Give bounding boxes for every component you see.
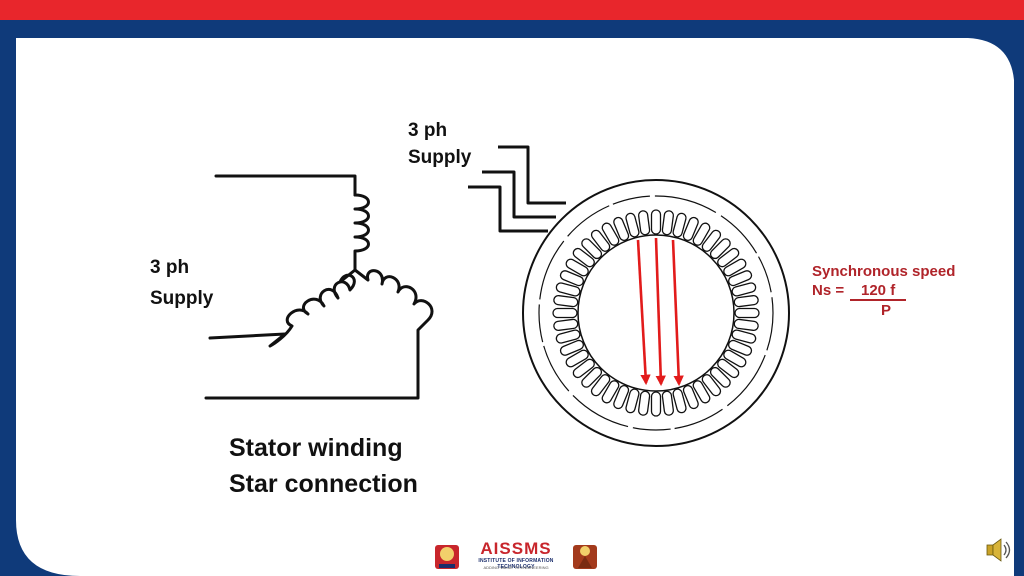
formula-numerator: 120 f xyxy=(850,283,907,301)
flux-arrow-2 xyxy=(654,237,666,387)
star-winding-diagram xyxy=(204,174,434,400)
stator-slot xyxy=(637,210,651,236)
speaker-icon[interactable] xyxy=(986,538,1011,562)
stator-slot xyxy=(555,329,581,344)
top-supply-line1: 3 ph xyxy=(408,120,448,141)
stator-slot xyxy=(661,210,675,236)
left-supply-line1: 3 ph xyxy=(150,257,190,278)
coil-right xyxy=(204,268,434,400)
stator-slot xyxy=(565,258,589,277)
stator-slot xyxy=(672,388,687,414)
logo-name: AISSMS xyxy=(480,539,552,558)
top-supply-line2: Supply xyxy=(408,147,472,168)
left-supply-label: 3 ph Supply xyxy=(150,252,213,314)
diagram-caption: Stator winding Star connection xyxy=(229,430,418,502)
stator-slot xyxy=(727,270,753,287)
top-supply-label: 3 ph Supply xyxy=(408,117,471,171)
stator-slot xyxy=(613,384,630,410)
caption-line1: Stator winding xyxy=(229,434,403,462)
flux-arrow-3 xyxy=(671,239,684,387)
coil-left xyxy=(208,268,357,348)
stator-slot xyxy=(613,216,630,242)
formula-lhs: Ns = xyxy=(812,282,845,299)
formula-title: Synchronous speed xyxy=(812,263,956,280)
stator-slot xyxy=(709,238,731,260)
stator-slot xyxy=(692,222,711,246)
stator-slot xyxy=(717,358,740,379)
stator-core xyxy=(522,179,790,447)
stator-slot xyxy=(601,222,620,246)
coil-top xyxy=(353,193,370,272)
stator-slot xyxy=(553,294,579,308)
stator-slot xyxy=(581,366,603,388)
stator-slot xyxy=(733,318,759,332)
formula-denominator: P xyxy=(881,302,892,319)
stator-slot xyxy=(555,282,581,297)
emblem-right-icon xyxy=(573,545,597,569)
stator-slot xyxy=(590,229,611,252)
stator-slot xyxy=(682,384,699,410)
left-supply-line2: Supply xyxy=(150,288,214,309)
stator-slot xyxy=(692,380,711,404)
synchronous-speed-formula: Synchronous speed Ns = 120 f P xyxy=(812,262,955,320)
stator-slots xyxy=(552,209,760,417)
stator-slot xyxy=(565,349,589,368)
stator-slot xyxy=(734,307,760,319)
flux-arrow-1 xyxy=(636,239,651,386)
stator-slot xyxy=(701,229,722,252)
stator-slot xyxy=(701,374,722,397)
stator-slot xyxy=(672,212,687,238)
stator-slot xyxy=(650,391,662,417)
stator-slot xyxy=(682,216,699,242)
top-red-bar xyxy=(0,0,1024,20)
stator-slot xyxy=(733,294,759,308)
stator-slot xyxy=(572,247,595,268)
stator-slot xyxy=(581,238,603,260)
stator-slot xyxy=(709,366,731,388)
stator-slot xyxy=(650,209,662,235)
stator-slot xyxy=(731,282,757,297)
stator-slot xyxy=(590,374,611,397)
formula-equation: Ns = 120 f xyxy=(812,281,955,301)
emblem-left-icon xyxy=(435,545,459,569)
stator-slot xyxy=(723,349,747,368)
logo-subtitle: INSTITUTE OF INFORMATION TECHNOLOGY xyxy=(478,558,554,570)
stator-slot xyxy=(559,270,585,287)
stator-slot xyxy=(727,339,753,356)
stator-slot xyxy=(731,329,757,344)
institute-logo: AISSMS INSTITUTE OF INFORMATION TECHNOLO… xyxy=(430,538,602,574)
stator-slot xyxy=(637,390,651,416)
stator-slot xyxy=(625,388,640,414)
stator-slot xyxy=(717,247,740,268)
flux-arrows xyxy=(636,237,684,387)
stator-slot xyxy=(625,212,640,238)
stator-slot xyxy=(572,358,595,379)
stator-slot xyxy=(661,390,675,416)
stator-slot xyxy=(723,258,747,277)
stator-slot xyxy=(601,380,620,404)
stator-slot xyxy=(552,307,578,319)
stator-slot xyxy=(559,339,585,356)
caption-line2: Star connection xyxy=(229,470,418,498)
stator-slot xyxy=(553,318,579,332)
logo-tagline: ADDING VALUE TO ENGINEERING xyxy=(483,565,549,570)
supply-lines xyxy=(468,145,566,233)
